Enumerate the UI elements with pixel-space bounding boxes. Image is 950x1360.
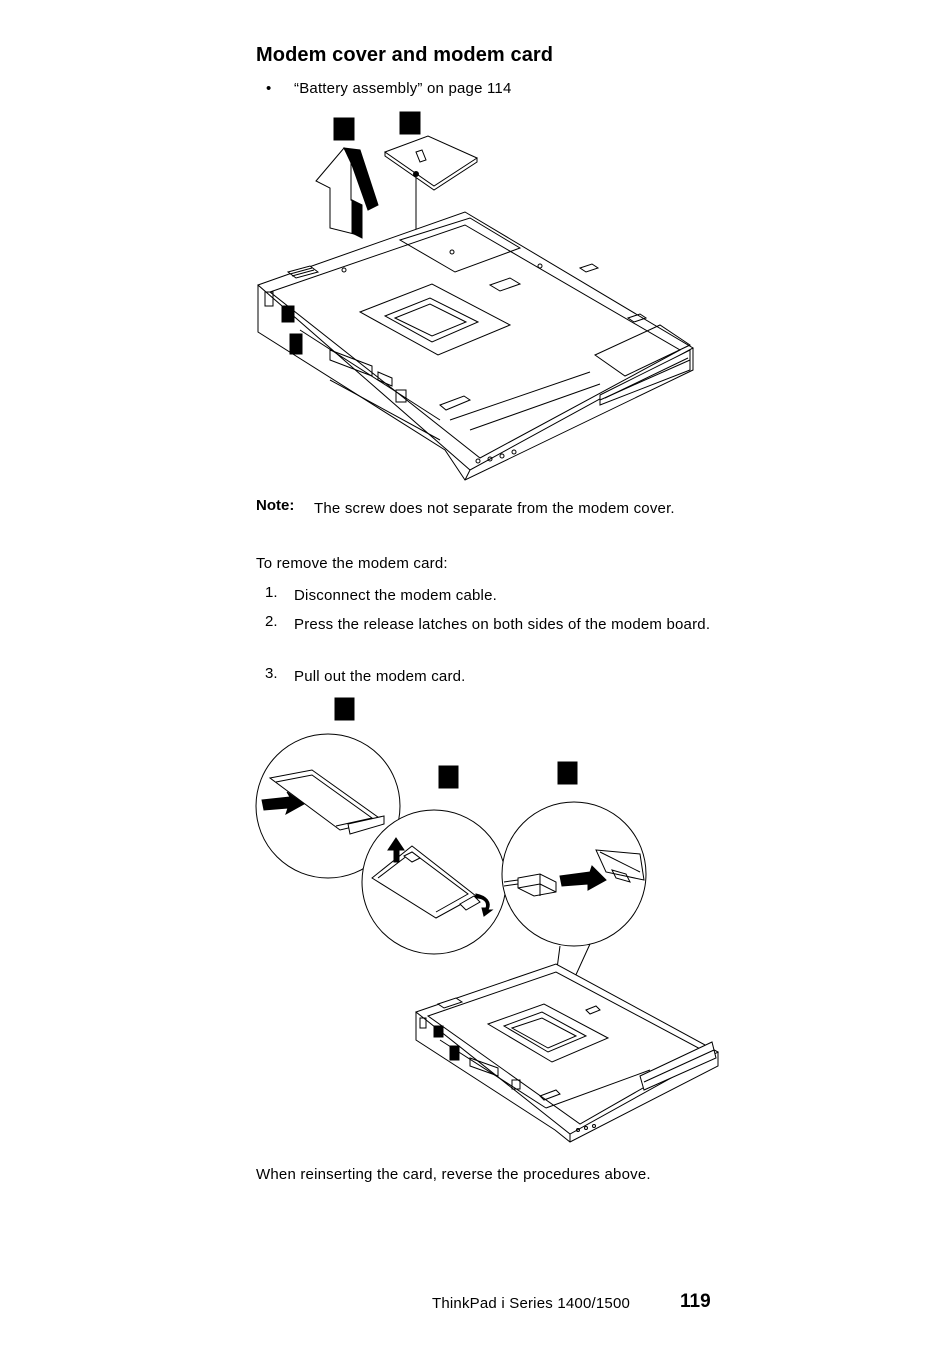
footer-page-number: 119 — [680, 1291, 711, 1312]
figure2-marker-1 — [335, 698, 354, 720]
step-1-number: 1. — [265, 584, 278, 601]
figure1-marker-1 — [334, 118, 354, 140]
detail-release-latches — [362, 810, 506, 954]
footer-book-title: ThinkPad i Series 1400/1500 — [432, 1295, 631, 1312]
step-1-text: Disconnect the modem cable. — [294, 587, 498, 604]
figure1-marker-2 — [400, 112, 420, 134]
procedure-intro: To remove the modem card: — [256, 555, 448, 572]
laptop-bottom-view-small — [416, 964, 718, 1142]
step-3-text: Pull out the modem card. — [294, 668, 466, 685]
page-title: Modem cover and modem card — [256, 44, 554, 66]
bullet-marker: • — [266, 80, 272, 97]
figure-modem-card-removal — [0, 0, 950, 1160]
figure-modem-cover-removal — [0, 0, 950, 490]
detail-disconnect-cable — [502, 802, 646, 1036]
step-2-text: Press the release latches on both sides … — [294, 616, 711, 633]
lift-arrow-icon — [316, 148, 378, 238]
step-3-number: 3. — [265, 665, 278, 682]
note-label: Note: — [256, 497, 295, 514]
detail-pull-card — [256, 734, 400, 878]
figure2-marker-2 — [439, 766, 458, 788]
closing-instruction: When reinserting the card, reverse the p… — [256, 1166, 651, 1183]
figure2-marker-3 — [558, 762, 577, 784]
note-text: The screw does not separate from the mod… — [314, 500, 675, 517]
prerequisite-link[interactable]: “Battery assembly” on page 114 — [294, 80, 512, 97]
step-2-number: 2. — [265, 613, 278, 630]
laptop-bottom-view — [258, 212, 693, 480]
